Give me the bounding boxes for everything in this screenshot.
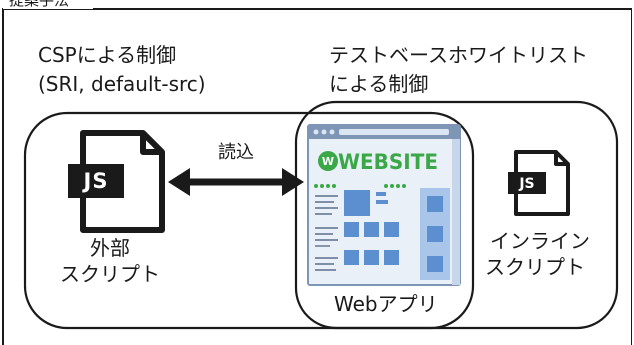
inline-js-badge-text: JS [518, 176, 534, 192]
external-script-label-line2: スクリプト [60, 262, 160, 286]
csp-region-outline [23, 111, 475, 330]
external-script-document-icon: JS [68, 130, 165, 233]
browser-window-icon: W WEBSITE [307, 124, 461, 286]
outer-frame [2, 8, 632, 345]
header-label: 提案手法 [9, 0, 69, 9]
whitelist-region-label-line1: テストベースホワイトリスト [329, 43, 588, 67]
double-arrow-icon [168, 168, 304, 196]
csp-region-label-line1: CSPによる制御 [38, 43, 177, 67]
arrow-label: 読込 [218, 142, 254, 163]
whitelist-region-outline [294, 100, 619, 330]
inline-script-document-icon: JS [508, 150, 570, 216]
header-tab [3, 0, 93, 9]
external-js-badge-text: JS [82, 169, 109, 193]
website-banner-text: WEBSITE [338, 150, 438, 174]
web-app-label: Webアプリ [334, 292, 438, 316]
inline-script-label-line1: インライン [490, 229, 590, 253]
csp-region-label-line2: (SRI, default-src) [38, 72, 206, 96]
external-script-label-line1: 外部 [90, 236, 130, 260]
inline-script-label-line2: スクリプト [485, 255, 585, 279]
whitelist-region-label-line2: による制御 [329, 72, 429, 96]
svg-text:W: W [322, 155, 334, 168]
